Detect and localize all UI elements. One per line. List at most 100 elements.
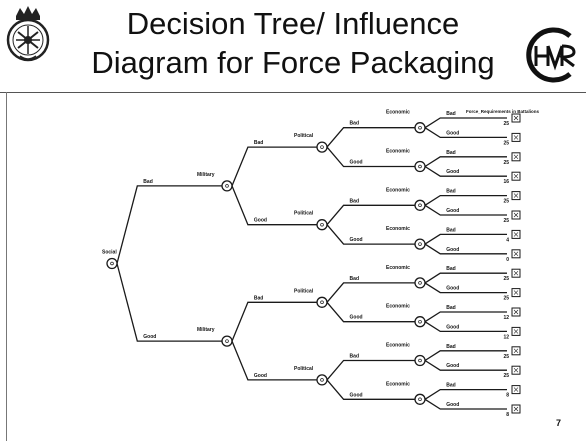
branch-good-l2-3-line xyxy=(326,379,415,400)
leaf-value-2: 25 xyxy=(503,160,509,166)
chance-node-dot-l2-3 xyxy=(320,378,324,382)
leaf-box-mark-12 xyxy=(513,348,519,354)
branch-good-l3-0-label: Good xyxy=(446,130,459,136)
chance-node-l3-5 xyxy=(414,316,426,328)
chance-node-dot-l3-1 xyxy=(418,164,422,169)
branch-bad-l3-6-label: Bad xyxy=(446,344,455,350)
leaf-value-8: 25 xyxy=(503,276,509,282)
branch-good-l3-6-line xyxy=(424,359,507,371)
leaf-value-7: 0 xyxy=(506,257,509,263)
branch-good-l3-1-label: Good xyxy=(446,169,459,175)
branch-bad-l3-1-line xyxy=(424,156,507,168)
leaf-value-13: 25 xyxy=(503,373,509,379)
leaf-value-4: 25 xyxy=(503,199,509,205)
leaf-value-9: 25 xyxy=(503,296,509,302)
chance-node-dot-l3-0 xyxy=(418,125,422,130)
leaf-box-mark-1 xyxy=(513,135,519,140)
branch-good-l0-0-label: Good xyxy=(143,334,156,340)
branch-bad-l2-1-label: Bad xyxy=(350,198,359,204)
branch-good-l1-0-label: Good xyxy=(254,218,267,224)
branch-good-l1-0-line xyxy=(231,185,317,226)
node-label-root: Social xyxy=(102,250,117,256)
leaf-box-mark-14 xyxy=(513,387,519,392)
chance-node-l3-3 xyxy=(414,238,426,250)
branch-bad-l2-0-line xyxy=(326,127,415,148)
output-header: Force_Requirements in Battalions xyxy=(466,109,540,114)
chance-node-dot-l2-1 xyxy=(320,222,324,227)
chance-node-dot-l1-0 xyxy=(225,184,229,188)
branch-good-l3-3-label: Good xyxy=(446,247,459,253)
leaf-box-mark-13 xyxy=(513,367,519,373)
branch-good-l3-2-label: Good xyxy=(446,208,459,214)
branch-good-l0-0-line xyxy=(116,263,222,342)
branch-good-l3-4-label: Good xyxy=(446,286,459,292)
branch-bad-l3-7-label: Bad xyxy=(446,383,455,389)
branch-bad-l3-1-label: Bad xyxy=(446,150,455,156)
branch-bad-l1-1-line xyxy=(231,301,317,342)
branch-bad-l2-1-line xyxy=(326,204,415,226)
branch-bad-l3-6-line xyxy=(424,350,507,362)
branch-good-l1-1-label: Good xyxy=(254,373,267,379)
branch-good-l3-5-line xyxy=(424,321,507,333)
title-line-1: Decision Tree/ Influence xyxy=(126,6,460,41)
branch-bad-l1-0-line xyxy=(231,146,317,187)
leaf-box-mark-2 xyxy=(513,154,519,160)
branch-bad-l2-3-label: Bad xyxy=(350,354,359,360)
node-label-economic-0: Economic xyxy=(386,110,410,116)
branch-bad-l3-5-line xyxy=(424,311,507,323)
chance-node-l2-0 xyxy=(316,141,328,153)
chance-node-dot-l3-2 xyxy=(418,203,422,208)
branch-bad-l3-0-line xyxy=(424,117,507,129)
leaf-value-14: 8 xyxy=(506,393,509,399)
branch-bad-l3-0-label: Bad xyxy=(446,111,455,117)
branch-good-l2-2-line xyxy=(326,301,415,323)
leaf-value-0: 25 xyxy=(503,121,509,127)
node-label-military-0: Military xyxy=(197,172,215,178)
chance-node-dot-l1-1 xyxy=(225,339,229,343)
leaf-value-12: 25 xyxy=(503,354,509,360)
branch-bad-l3-4-line xyxy=(424,272,507,284)
chance-node-l3-0 xyxy=(414,122,426,134)
chance-node-dot-l0-0 xyxy=(110,261,114,266)
branch-good-l3-7-label: Good xyxy=(446,402,459,408)
branch-bad-l3-5-label: Bad xyxy=(446,305,455,311)
branch-good-l2-0-label: Good xyxy=(350,160,363,166)
branch-good-l2-1-line xyxy=(326,224,415,245)
chance-node-dot-l2-2 xyxy=(320,300,324,305)
slide-title: Decision Tree/ Influence Diagram for For… xyxy=(78,4,508,82)
leaf-box-mark-10 xyxy=(513,309,519,315)
crest-emblem-icon xyxy=(6,6,50,62)
branch-bad-l2-3-line xyxy=(326,359,415,381)
chance-node-l1-1 xyxy=(221,335,233,347)
branch-good-l3-2-line xyxy=(424,204,507,216)
branch-good-l3-0-line xyxy=(424,127,507,139)
branch-good-l3-7-line xyxy=(424,398,507,410)
left-border xyxy=(6,92,7,441)
chance-node-l2-2 xyxy=(316,296,328,308)
node-label-economic-7: Economic xyxy=(386,381,410,387)
chance-node-l1-0 xyxy=(221,180,233,192)
leaf-box-mark-6 xyxy=(513,232,519,237)
branch-bad-l3-4-label: Bad xyxy=(446,266,455,272)
chance-node-dot-l3-5 xyxy=(418,319,422,324)
node-label-economic-6: Economic xyxy=(386,343,410,349)
branch-bad-l3-3-label: Bad xyxy=(446,227,455,233)
title-divider xyxy=(0,92,586,93)
leaf-box-mark-7 xyxy=(513,251,519,257)
chance-node-l3-7 xyxy=(414,393,426,405)
chance-node-l3-1 xyxy=(414,160,426,173)
node-label-military-1: Military xyxy=(197,327,215,333)
branch-good-l1-1-line xyxy=(231,340,317,381)
branch-bad-l1-1-label: Bad xyxy=(254,295,263,301)
node-label-economic-4: Economic xyxy=(386,265,410,271)
branch-good-l2-3-label: Good xyxy=(350,392,363,398)
chance-node-l2-1 xyxy=(316,219,328,231)
leaf-box-mark-15 xyxy=(513,406,519,412)
leaf-box-mark-0 xyxy=(513,115,519,121)
chance-node-l3-4 xyxy=(414,277,426,289)
page-number: 7 xyxy=(556,418,562,428)
branch-bad-l3-2-label: Bad xyxy=(446,189,455,195)
branch-good-l3-3-line xyxy=(424,243,507,255)
leaf-value-11: 12 xyxy=(503,334,509,340)
